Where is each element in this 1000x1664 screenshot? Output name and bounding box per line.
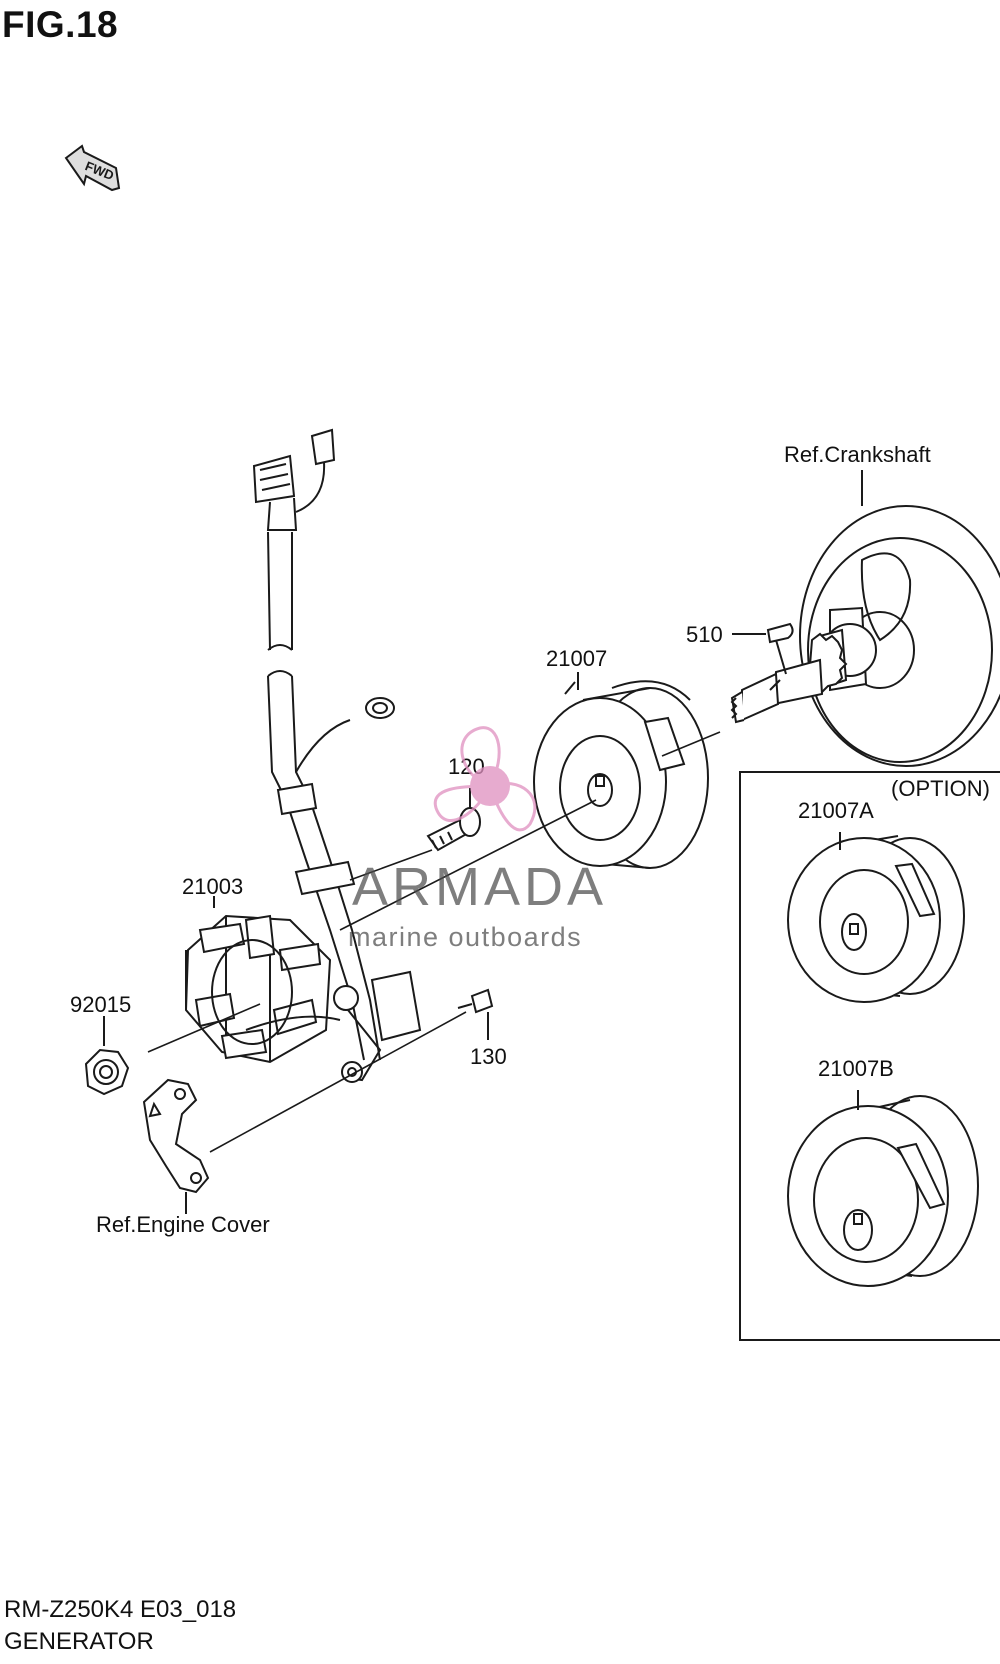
option-box bbox=[739, 771, 1000, 1341]
callout-nut-92015: 92015 bbox=[70, 992, 132, 1017]
figure-title: FIG.18 bbox=[2, 4, 119, 45]
woodruff-key-drawing bbox=[732, 622, 794, 675]
option-label: (OPTION) bbox=[891, 776, 990, 801]
callout-stator-21003: 21003 bbox=[182, 874, 244, 899]
bolt-130-drawing bbox=[457, 988, 494, 1040]
callout-flywheel-21007: 21007 bbox=[546, 646, 608, 671]
flywheel-b-drawing bbox=[787, 1090, 979, 1287]
wire-harness-drawing bbox=[252, 428, 422, 1083]
engine-cover-bracket-drawing bbox=[142, 1078, 210, 1214]
watermark-logo-icon bbox=[433, 726, 537, 832]
watermark-subtitle: marine outboards bbox=[348, 922, 583, 952]
figure-name: GENERATOR bbox=[4, 1628, 154, 1655]
stator-drawing bbox=[184, 896, 341, 1064]
flywheel-drawing bbox=[533, 680, 709, 869]
flywheel-a-drawing bbox=[787, 832, 965, 1003]
callout-crankshaft: Ref.Crankshaft bbox=[784, 442, 931, 467]
crankshaft-drawing bbox=[730, 505, 1000, 767]
callout-flywheel-21007b: 21007B bbox=[818, 1056, 894, 1081]
watermark-brand: ARMADA bbox=[352, 857, 608, 917]
callout-bolt-130: 130 bbox=[470, 1044, 507, 1069]
assembly-lines bbox=[147, 731, 721, 1153]
model-code: RM-Z250K4 E03_018 bbox=[4, 1596, 237, 1623]
nut-drawing bbox=[84, 1016, 130, 1096]
callout-key-510: 510 bbox=[686, 622, 723, 647]
callout-engine-cover: Ref.Engine Cover bbox=[96, 1212, 270, 1237]
callout-flywheel-21007a: 21007A bbox=[798, 798, 874, 823]
fwd-arrow-icon: FWD bbox=[64, 144, 121, 192]
